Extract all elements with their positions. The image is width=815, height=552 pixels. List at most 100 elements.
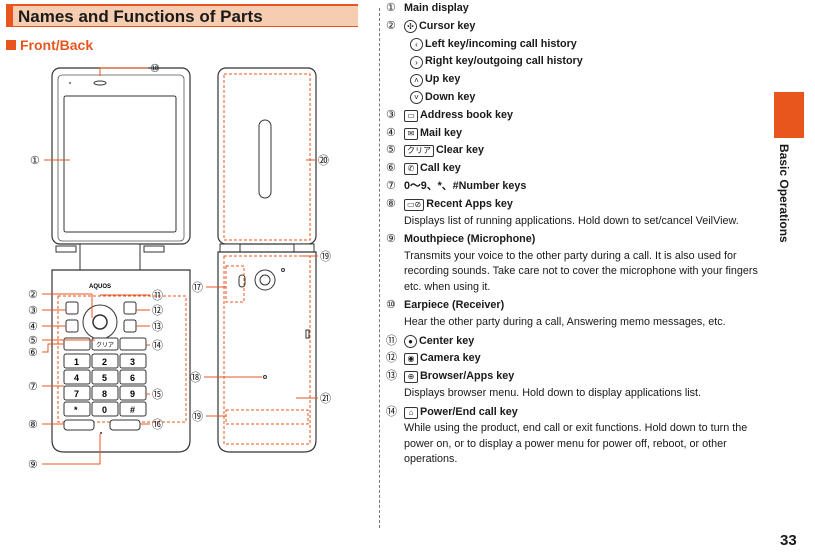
chapter-tab-label: Basic Operations (777, 144, 791, 243)
item-title: Mail key (420, 126, 463, 139)
brand-logo: AQUOS (89, 284, 111, 290)
callout-6: ⑥ (28, 347, 38, 359)
callout-16: ⑯ (152, 418, 163, 431)
subsection-heading: Front/Back (6, 37, 93, 53)
item-number: ⑦ (386, 179, 396, 192)
item-number: ⑪ (386, 334, 397, 347)
list-item: ④ ✉Mail key (386, 125, 761, 143)
item-title: Recent Apps key (426, 197, 513, 210)
clear-key-icon: クリア (404, 145, 434, 158)
square-bullet-icon (6, 40, 16, 50)
left-key-icon: ‹ (410, 37, 423, 51)
key-9: 9 (130, 389, 135, 399)
key-3: 3 (130, 357, 135, 367)
mail-key-icon: ✉ (404, 127, 418, 140)
list-item: ⑥ ✆Call key (386, 160, 761, 178)
item-number: ⑫ (386, 352, 397, 365)
chapter-tab (774, 92, 804, 138)
cursor-key-icon: ✣ (404, 19, 417, 33)
phone-back (217, 67, 317, 453)
recent-apps-key-icon: ▭⊘ (404, 198, 425, 211)
camera-key-icon: ◉ (404, 353, 418, 366)
item-number: ① (386, 2, 396, 14)
callout-9: ⑨ (28, 459, 38, 471)
item-description: Displays list of running applications. H… (404, 214, 739, 227)
list-item: ⑪ ●Center key (386, 333, 761, 351)
sub-item: ›Right key/outgoing call history (386, 53, 761, 71)
phone-diagram: AQUOS クリア (28, 63, 331, 471)
heading-accent-bar (6, 6, 13, 26)
key-7: 7 (74, 389, 79, 399)
callout-10: ⑩ (150, 63, 160, 75)
callout-3: ③ (28, 305, 38, 317)
callout-19a: ⑲ (192, 410, 203, 423)
key-4: 4 (74, 373, 79, 383)
item-number: ⑭ (386, 405, 397, 418)
item-title: Number keys (458, 179, 527, 192)
down-key-icon: ˅ (410, 91, 423, 105)
callout-8: ⑧ (28, 419, 38, 431)
key-6: 6 (130, 373, 135, 383)
callout-14: ⑭ (152, 339, 163, 352)
item-number: ③ (386, 108, 396, 121)
key-8: 8 (102, 389, 107, 399)
item-title: Power/End call key (420, 405, 518, 418)
phone-front: AQUOS クリア (51, 67, 191, 453)
list-item: ⑫ ◉Camera key (386, 350, 761, 368)
callout-15: ⑮ (152, 388, 163, 401)
callout-5: ⑤ (28, 335, 38, 347)
list-item: ② ✣Cursor key (386, 18, 761, 36)
item-title: Clear key (436, 144, 485, 157)
address-book-key-icon: ▭ (404, 109, 418, 122)
callout-11: ⑪ (152, 289, 163, 302)
item-title: Main display (404, 2, 469, 14)
item-title: Browser/Apps key (420, 370, 515, 383)
item-number: ⑤ (386, 144, 396, 157)
item-title: Center key (419, 334, 475, 347)
number-keys-symbols: 0～9、*、# (404, 179, 459, 192)
item-title: Mouthpiece (Microphone) (404, 233, 536, 246)
item-description: While using the product, end call or exi… (404, 422, 748, 466)
list-item: ⑩ Earpiece (Receiver) Hear the other par… (386, 297, 761, 332)
item-description: Displays browser menu. Hold down to disp… (404, 387, 702, 400)
item-title: Camera key (420, 352, 481, 365)
keypad: 1 2 3 4 5 6 7 8 9 * 0 # (63, 353, 147, 417)
item-title: Cursor key (419, 19, 476, 32)
right-key-icon: › (410, 55, 423, 69)
callout-2: ② (28, 289, 38, 301)
callout-4: ④ (28, 321, 38, 333)
item-number: ④ (386, 126, 396, 139)
key-hash: # (130, 405, 135, 415)
sub-item-label: Down key (425, 90, 476, 103)
item-title: Call key (420, 162, 461, 175)
item-description: Transmits your voice to the other party … (404, 249, 758, 293)
callout-17: ⑰ (192, 281, 203, 294)
callout-1: ① (30, 155, 40, 167)
key-star: * (74, 405, 78, 415)
callout-7: ⑦ (28, 381, 38, 393)
item-title: Address book key (420, 108, 514, 121)
sub-item-label: Right key/outgoing call history (425, 55, 583, 68)
list-item: ⑦ 0～9、*、#Number keys (386, 178, 761, 196)
key-0: 0 (102, 405, 107, 415)
list-item: ⑨ Mouthpiece (Microphone) Transmits your… (386, 231, 761, 297)
list-item: ⑧ ▭⊘Recent Apps key Displays list of run… (386, 196, 761, 231)
sub-item: ˅Down key (386, 89, 761, 107)
leader-lines (42, 67, 318, 465)
call-key-icon: ✆ (404, 163, 418, 176)
up-key-icon: ˄ (410, 73, 423, 87)
callout-12: ⑫ (152, 304, 163, 317)
item-title: Earpiece (Receiver) (404, 299, 505, 312)
item-number: ⑨ (386, 233, 396, 246)
browser-key-icon: ⊕ (404, 371, 418, 384)
callout-labels: ① ② ③ ④ ⑤ ⑥ ⑦ ⑧ ⑨ ⑩ ⑪ ⑫ ⑬ ⑭ ⑮ ⑯ ⑰ ⑱ ⑲ ⑲ … (28, 63, 331, 471)
callout-20: ⑳ (318, 154, 329, 167)
item-description: Hear the other party during a call, Answ… (404, 316, 726, 329)
column-divider (379, 8, 380, 528)
list-item: ⑭ ⌂Power/End call key While using the pr… (386, 404, 761, 470)
item-number: ② (386, 19, 396, 32)
callout-13: ⑬ (152, 320, 163, 333)
key-1: 1 (74, 357, 79, 367)
